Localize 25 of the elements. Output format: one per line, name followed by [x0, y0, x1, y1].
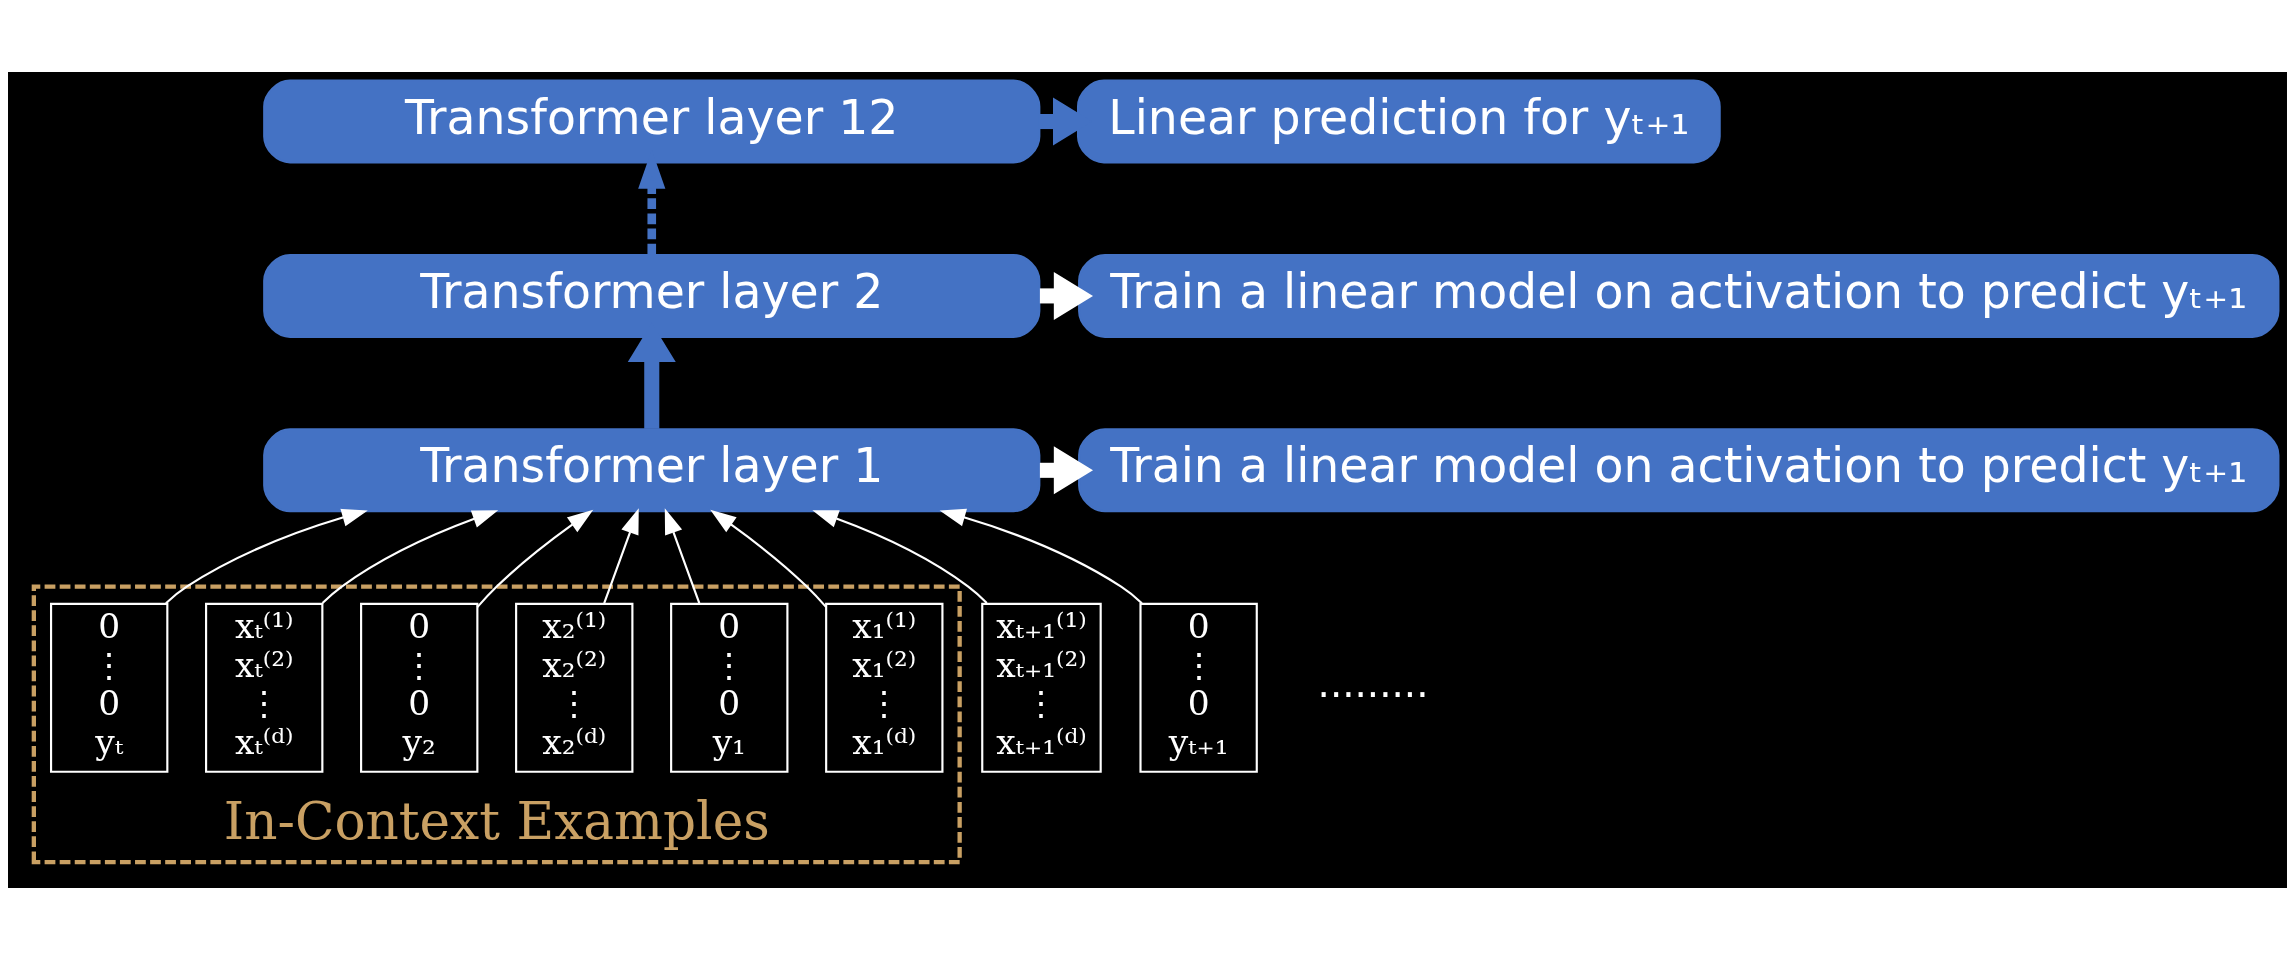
node-box: 0 ⋮ 0 y₁	[670, 602, 789, 773]
node-box: xₜ⁽¹⁾ xₜ⁽²⁾ ⋮ xₜ⁽ᵈ⁾	[205, 602, 324, 773]
node-box: xₜ₊₁⁽¹⁾ xₜ₊₁⁽²⁾ ⋮ xₜ₊₁⁽ᵈ⁾	[981, 602, 1102, 773]
node-box: x₁⁽¹⁾ x₁⁽²⁾ ⋮ x₁⁽ᵈ⁾	[825, 602, 944, 773]
arrow	[476, 509, 594, 608]
node-box: 0 ⋮ 0 yₜ₊₁	[1139, 602, 1258, 773]
node-box: Transformer layer 12	[263, 79, 1041, 164]
arrow	[664, 508, 701, 604]
node-box: Train a linear model on activation to predict yₜ₊₁	[1078, 428, 2280, 513]
node-box: Transformer layer 1	[263, 428, 1041, 513]
arrow	[710, 509, 827, 608]
node-box: Train a linear model on activation to predict yₜ₊₁	[1078, 253, 2280, 338]
node-box: Linear prediction for yₜ₊₁	[1077, 79, 1721, 164]
label: .........	[1317, 661, 1429, 707]
arrow	[1039, 271, 1093, 320]
arrow	[812, 510, 988, 604]
node-box: Transformer layer 2	[263, 253, 1041, 338]
node-box: 0 ⋮ 0 y₂	[360, 602, 479, 773]
arrow	[939, 508, 1143, 604]
arrow	[165, 508, 368, 604]
arrow	[1039, 446, 1093, 495]
arrow	[321, 510, 499, 604]
arrow	[603, 508, 639, 604]
node-box: x₂⁽¹⁾ x₂⁽²⁾ ⋮ x₂⁽ᵈ⁾	[515, 602, 634, 773]
node-box: 0 ⋮ 0 yₜ	[50, 602, 169, 773]
